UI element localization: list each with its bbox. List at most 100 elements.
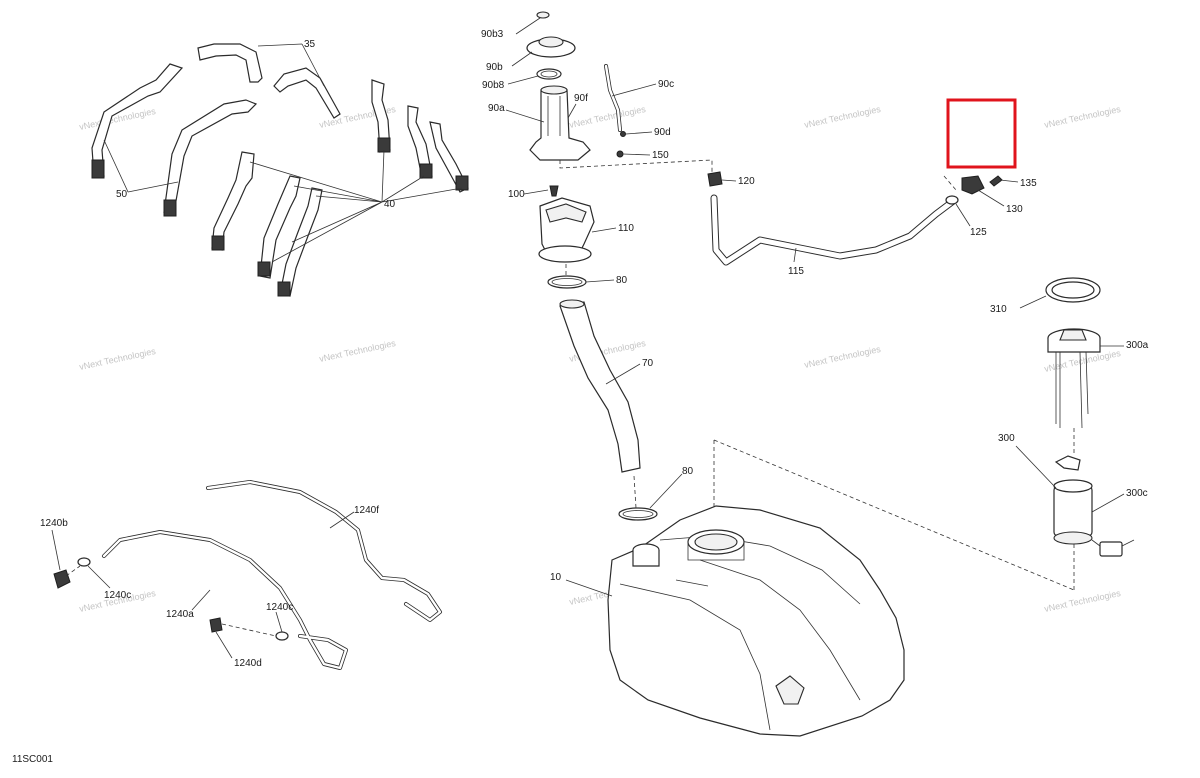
pump-flange-body xyxy=(1047,338,1101,353)
tank-dashed-guide xyxy=(713,439,1075,591)
watermark: vNext Technologies xyxy=(803,104,882,130)
watermark: vNext Technologies xyxy=(568,104,647,130)
leader-300 xyxy=(1015,445,1057,489)
strap-35 xyxy=(197,43,263,83)
strap-35b xyxy=(273,67,341,119)
strap-40f-clip xyxy=(455,175,469,191)
leader-90c xyxy=(611,83,657,97)
callout-300: 300 xyxy=(998,433,1015,444)
callout-35: 35 xyxy=(304,39,316,50)
leader-150 xyxy=(622,153,651,156)
leader-90a xyxy=(505,109,545,123)
filler-hose-top xyxy=(559,299,585,309)
tank-rib xyxy=(619,583,771,731)
bolt-90d xyxy=(620,131,626,137)
pump-tube xyxy=(1085,351,1089,415)
leader-90b xyxy=(511,51,533,67)
vent-hose-115-inner xyxy=(711,195,955,265)
watermark: vNext Technologies xyxy=(318,338,397,364)
callout-120: 120 xyxy=(738,176,755,187)
leader-90b8 xyxy=(507,75,539,85)
leader-40 xyxy=(249,149,463,263)
leader-1240c2 xyxy=(275,611,283,633)
callout-1240c-right: 1240c xyxy=(266,602,293,613)
callout-90b: 90b xyxy=(486,62,503,73)
leader-90b3 xyxy=(515,17,541,35)
tank-mount-base xyxy=(687,542,745,561)
filler-hose-70 xyxy=(559,301,641,473)
screw-100 xyxy=(549,185,559,197)
leader-1240c xyxy=(87,565,111,589)
callout-10: 10 xyxy=(550,572,562,583)
callout-90f: 90f xyxy=(574,93,588,104)
hose-1240a-inner xyxy=(102,530,348,670)
hose-1240-assembly xyxy=(51,480,442,670)
cap-plug-90b3 xyxy=(536,11,550,19)
clamp-80-lower-inner xyxy=(622,510,654,518)
clamp-1240c xyxy=(77,557,91,567)
leader-80a xyxy=(585,279,615,283)
fitting-1240d xyxy=(209,617,223,633)
pump-body-top xyxy=(1053,479,1093,493)
leader-100 xyxy=(523,189,549,195)
strap-50 xyxy=(91,63,184,177)
strap-50-clip xyxy=(91,159,105,179)
pump-body-bottom xyxy=(1053,531,1093,545)
callout-80-upper: 80 xyxy=(616,275,628,286)
wire-90c-inner xyxy=(604,64,622,132)
callout-1240a: 1240a xyxy=(166,609,194,620)
fuel-tank-10 xyxy=(565,439,1075,737)
screw-135 xyxy=(989,175,1003,187)
watermark: vNext Technologies xyxy=(1043,588,1122,614)
strap-long-clip xyxy=(163,199,177,217)
funnel-flange xyxy=(538,245,592,263)
leader-135 xyxy=(999,179,1019,183)
hose-1240f-inner xyxy=(206,480,442,622)
leader-130 xyxy=(977,189,1005,207)
leader-300c xyxy=(1091,493,1125,513)
callout-130: 130 xyxy=(1006,204,1023,215)
leader-125 xyxy=(955,203,971,227)
callout-1240c: 1240c xyxy=(104,590,131,601)
callout-100: 100 xyxy=(508,189,525,200)
callout-90c: 90c xyxy=(658,79,674,90)
callout-310: 310 xyxy=(990,304,1007,315)
watermark: vNext Technologies xyxy=(1043,104,1122,130)
strap-40e-clip xyxy=(419,163,433,179)
float-arm xyxy=(1054,455,1081,471)
fitting-120 xyxy=(707,171,723,187)
watermark: vNext Technologies xyxy=(803,344,882,370)
diagram-code: 11SC001 xyxy=(12,754,53,765)
callout-90a: 90a xyxy=(488,103,505,114)
tank-straps-group xyxy=(91,43,469,297)
tank-recess xyxy=(775,675,805,705)
clamp-1240c2 xyxy=(275,631,289,641)
callout-50: 50 xyxy=(116,189,128,200)
callout-110: 110 xyxy=(618,223,634,234)
clamp-80-upper-inner xyxy=(551,278,583,286)
pump-tube xyxy=(1079,351,1083,429)
callout-150: 150 xyxy=(652,150,669,161)
clamp-125 xyxy=(945,195,959,205)
callout-90b8: 90b8 xyxy=(482,80,505,91)
funnel-opening xyxy=(545,203,587,223)
callout-labels: 35 40 50 90b3 90b 90b8 90f 90a 90c 90d 1… xyxy=(12,29,1149,765)
leader-120 xyxy=(721,179,737,182)
alignment-line xyxy=(65,565,81,577)
callout-90b3: 90b3 xyxy=(481,29,504,40)
pump-body-300 xyxy=(1053,485,1093,537)
leader-115 xyxy=(793,247,797,263)
leader-110 xyxy=(591,227,617,233)
leader-50 xyxy=(103,139,179,193)
fuel-filter-300c xyxy=(1099,541,1123,557)
fitting-1240b xyxy=(53,569,71,589)
leader-1240b xyxy=(51,529,61,571)
callout-300a: 300a xyxy=(1126,340,1149,351)
callout-135: 135 xyxy=(1020,178,1037,189)
lock-ring-310-inner xyxy=(1051,281,1095,299)
alignment-line xyxy=(633,475,637,509)
leader-1240a xyxy=(191,589,211,611)
callout-115: 115 xyxy=(788,266,804,277)
strap-40b-clip xyxy=(257,261,271,277)
